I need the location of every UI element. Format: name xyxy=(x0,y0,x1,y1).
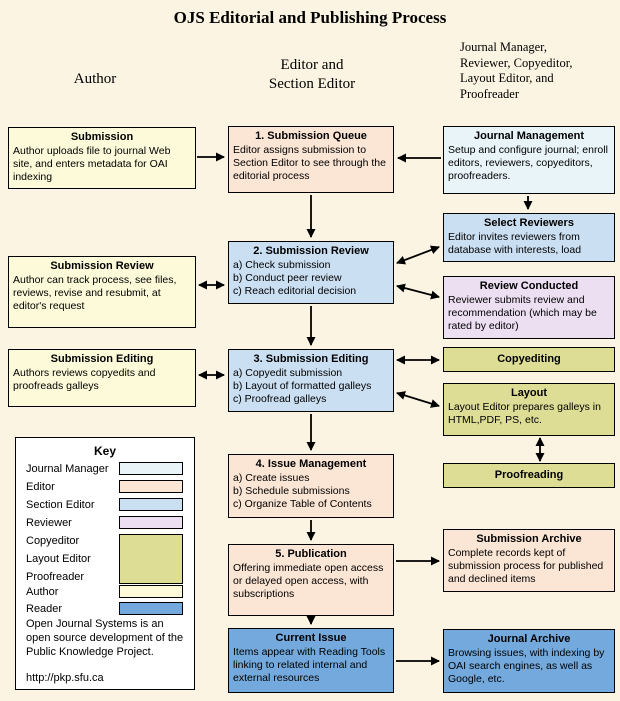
box-current-issue: Current Issue Items appear with Reading … xyxy=(228,628,394,693)
box-submission-title: Submission xyxy=(70,131,134,143)
legend-label-reader: Reader xyxy=(26,603,63,615)
legend-swatch-copyeditor-group xyxy=(119,534,183,584)
box-submission-review-title: 2. Submission Review xyxy=(253,245,369,257)
box-submission: Submission Author uploads file to journa… xyxy=(8,127,196,189)
box-review-conducted: Review Conducted Reviewer submits review… xyxy=(443,276,615,339)
legend-swatch-reader xyxy=(119,602,183,615)
arrow-review-to-select-reviewers xyxy=(396,245,440,265)
pkp-url: http://pkp.sfu.ca xyxy=(26,672,104,684)
box-issue-management-body: a) Create issues b) Schedule submissions… xyxy=(233,472,372,511)
box-publication-body: Offering immediate open access or delaye… xyxy=(233,562,384,601)
box-submission-review-author-title: Submission Review xyxy=(50,260,154,272)
box-issue-management-title: 4. Issue Management xyxy=(255,458,367,470)
box-submission-body: Author uploads file to journal Web site,… xyxy=(13,145,171,184)
box-copyediting-title: Copyediting xyxy=(497,352,561,365)
box-layout-title: Layout xyxy=(510,387,548,399)
box-submission-editing-author-body: Authors reviews copyedits and proofreads… xyxy=(13,367,156,393)
box-submission-editing-author-title: Submission Editing xyxy=(50,353,154,365)
box-proofreading: Proofreading xyxy=(443,463,615,488)
legend-label-editor: Editor xyxy=(26,481,55,493)
column-header-editor: Editor and Section Editor xyxy=(268,57,356,92)
box-select-reviewers-body: Editor invites reviewers from database w… xyxy=(448,231,582,257)
column-header-author: Author xyxy=(73,71,117,87)
box-submission-archive-title: Submission Archive xyxy=(476,533,582,545)
legend-label-copyeditor: Copyeditor xyxy=(26,535,80,547)
box-submission-queue: 1. Submission Queue Editor assigns submi… xyxy=(228,126,394,193)
legend-key-box: Key Journal Manager Editor Section Edito… xyxy=(15,437,195,690)
box-journal-archive: Journal Archive Browsing issues, with in… xyxy=(443,629,615,693)
arrow-editing-to-layout xyxy=(396,391,440,408)
box-select-reviewers: Select Reviewers Editor invites reviewer… xyxy=(443,213,615,262)
box-review-conducted-body: Reviewer submits review and recommendati… xyxy=(448,294,597,333)
box-copyediting: Copyediting xyxy=(443,347,615,372)
legend-swatch-reviewer xyxy=(119,516,183,529)
legend-swatch-section-editor xyxy=(119,498,183,511)
box-review-conducted-title: Review Conducted xyxy=(479,280,579,292)
box-journal-management-body: Setup and configure journal; enroll edit… xyxy=(448,144,608,183)
legend-swatch-author xyxy=(119,585,183,598)
arrow-review-to-review-conducted xyxy=(396,283,440,300)
box-submission-queue-body: Editor assigns submission to Section Edi… xyxy=(233,144,386,183)
column-header-team: Journal Manager, Reviewer, Copyeditor, L… xyxy=(460,40,573,101)
box-submission-review-body: a) Check submission b) Conduct peer revi… xyxy=(233,259,357,298)
box-journal-archive-body: Browsing issues, with indexing by OAI se… xyxy=(448,647,605,686)
box-layout-body: Layout Editor prepares galleys in HTML,P… xyxy=(448,401,601,427)
box-current-issue-title: Current Issue xyxy=(275,632,347,644)
box-submission-editing-author: Submission Editing Authors reviews copye… xyxy=(8,349,196,407)
legend-swatch-editor xyxy=(119,480,183,493)
box-journal-archive-title: Journal Archive xyxy=(487,633,571,645)
box-submission-archive-body: Complete records kept of submission proc… xyxy=(448,547,604,586)
legend-label-layout-editor: Layout Editor xyxy=(26,553,91,565)
box-submission-review-author: Submission Review Author can track proce… xyxy=(8,256,196,328)
box-publication: 5. Publication Offering immediate open a… xyxy=(228,544,394,616)
box-submission-editing: 3. Submission Editing a) Copyedit submis… xyxy=(228,349,394,412)
box-layout: Layout Layout Editor prepares galleys in… xyxy=(443,383,615,436)
box-proofreading-title: Proofreading xyxy=(494,468,564,481)
box-current-issue-body: Items appear with Reading Tools linking … xyxy=(233,646,386,685)
box-submission-review-author-body: Author can track process, see files, rev… xyxy=(13,274,177,313)
box-submission-editing-body: a) Copyedit submission b) Layout of form… xyxy=(233,367,372,406)
box-journal-management-title: Journal Management xyxy=(473,130,585,142)
legend-note: Open Journal Systems is an open source d… xyxy=(26,618,184,658)
legend-label-proofreader: Proofreader xyxy=(26,571,85,583)
box-publication-title: 5. Publication xyxy=(275,548,347,560)
box-submission-archive: Submission Archive Complete records kept… xyxy=(443,529,615,592)
legend-title: Key xyxy=(93,444,116,458)
page-title: OJS Editorial and Publishing Process xyxy=(173,8,447,27)
box-journal-management: Journal Management Setup and configure j… xyxy=(443,126,615,194)
legend-label-section-editor: Section Editor xyxy=(26,499,95,511)
box-submission-review: 2. Submission Review a) Check submission… xyxy=(228,241,394,304)
legend-label-author: Author xyxy=(26,586,59,598)
legend-label-journal-manager: Journal Manager xyxy=(26,463,109,475)
box-select-reviewers-title: Select Reviewers xyxy=(484,217,574,229)
box-issue-management: 4. Issue Management a) Create issues b) … xyxy=(228,454,394,518)
box-submission-queue-title: 1. Submission Queue xyxy=(255,130,367,142)
box-submission-editing-title: 3. Submission Editing xyxy=(253,353,369,365)
legend-label-reviewer: Reviewer xyxy=(26,517,72,529)
legend-swatch-journal-manager xyxy=(119,462,183,475)
